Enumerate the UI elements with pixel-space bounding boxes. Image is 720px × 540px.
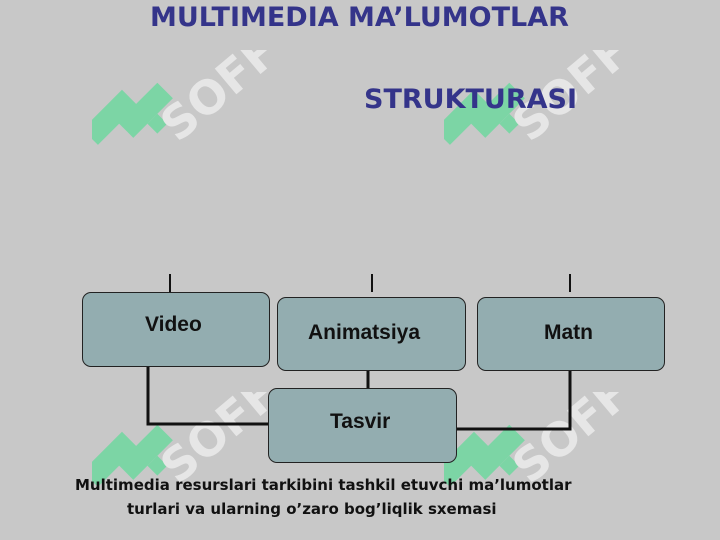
node-animatsiya-label: Animatsiya: [308, 321, 421, 344]
node-animatsiya: Animatsiya: [277, 297, 466, 371]
node-video-label: Video: [145, 312, 202, 336]
node-video: Video: [82, 292, 270, 367]
slide-title-line-2: STRUKTURASI: [364, 84, 578, 115]
node-matn: Matn: [477, 297, 665, 371]
slide-title-line-1: MULTIMEDIA MA’LUMOTLAR: [150, 2, 569, 33]
edge-video-tasvir: [146, 366, 270, 426]
diagram-caption-line-1: Multimedia resurslari tarkibini tashkil …: [75, 476, 572, 494]
connector-tick-matn: [569, 274, 571, 292]
diagram-caption-line-2: turlari va ularning o’zaro bog’liqlik sx…: [127, 500, 497, 518]
edge-matn-tasvir: [456, 370, 572, 431]
node-matn-label: Matn: [544, 321, 593, 344]
node-tasvir: Tasvir: [268, 388, 457, 463]
node-tasvir-label: Tasvir: [330, 409, 391, 433]
connector-tick-animatsiya: [371, 274, 373, 292]
connector-tick-video: [169, 274, 171, 292]
